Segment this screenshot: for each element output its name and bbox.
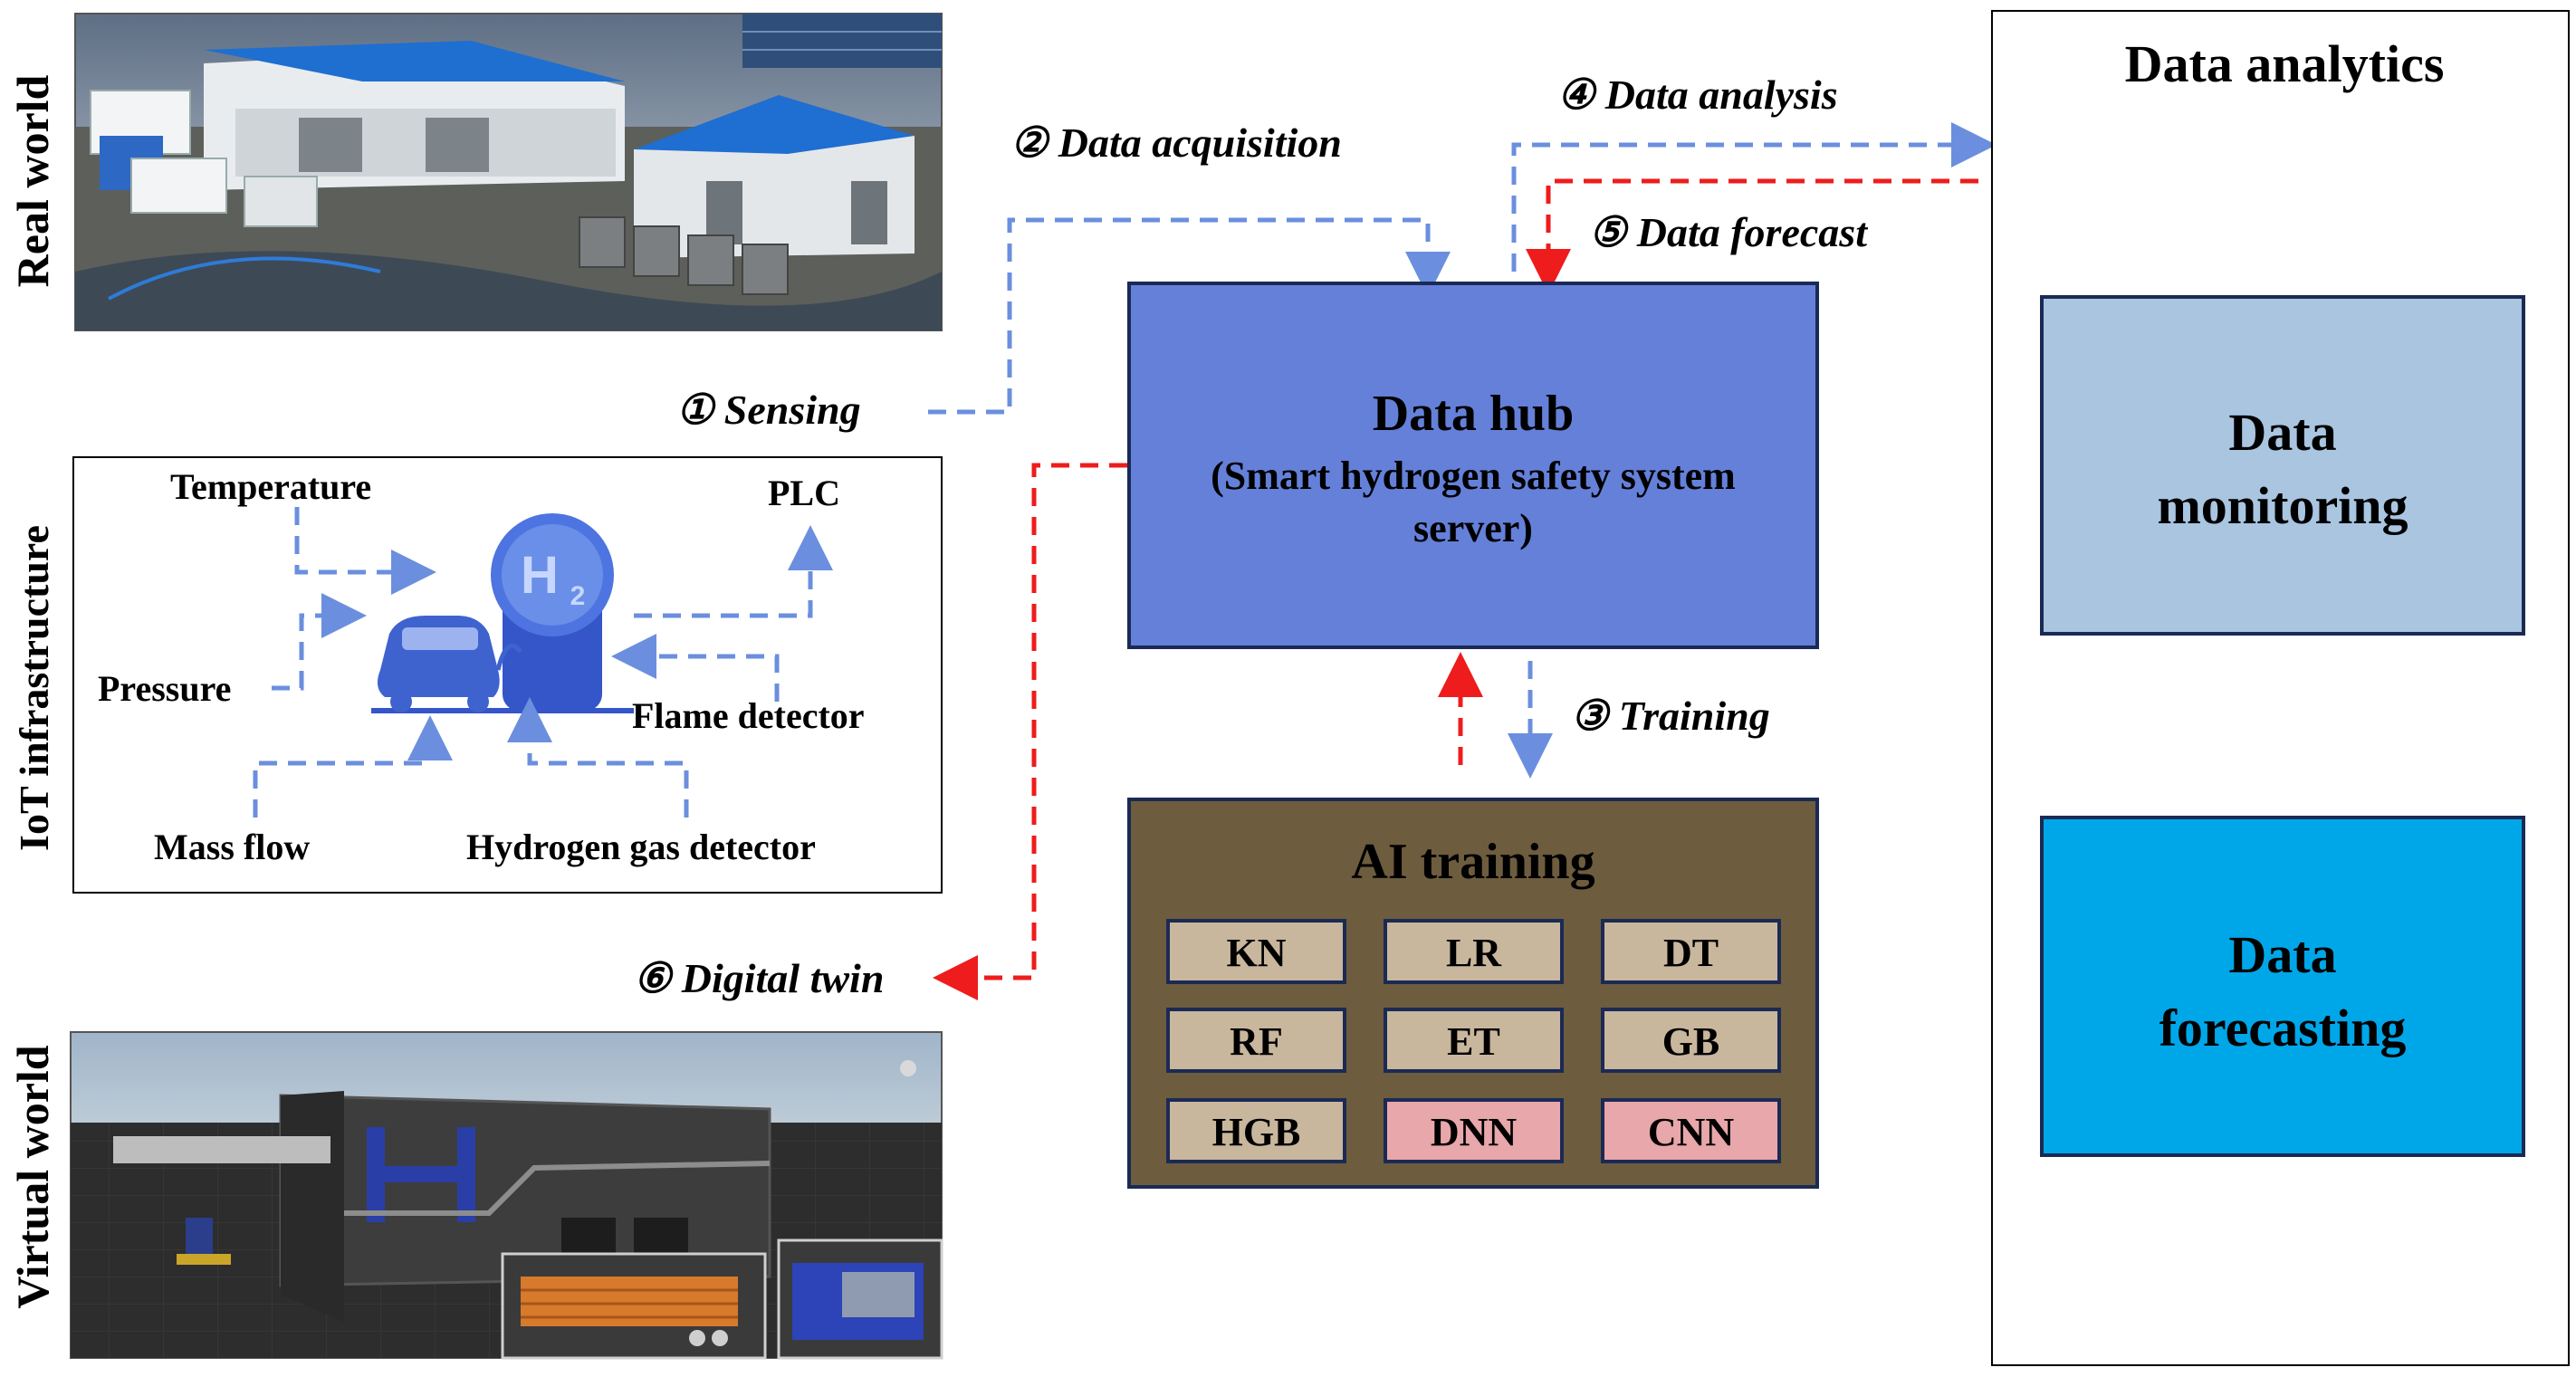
model-label-hgb: HGB [1212, 1110, 1301, 1154]
mass-flow-arrow [253, 715, 453, 818]
virtual-world-render [70, 1031, 943, 1360]
model-label-et: ET [1447, 1019, 1500, 1064]
data-analytics-panel [1991, 10, 2570, 1366]
pressure-label: Pressure [98, 668, 231, 709]
car-icon [377, 616, 522, 712]
plc-arrow [634, 525, 833, 618]
data-forecasting-line2: forecasting [2159, 999, 2407, 1057]
model-label-kn: KN [1227, 931, 1287, 975]
flame-detector-arrow [611, 634, 780, 702]
virtual-world-label: Virtual world [7, 1045, 58, 1308]
model-box-et [1384, 1008, 1564, 1073]
data-analytics-title: Data analytics [2125, 34, 2445, 93]
hydrogen-station-icon: H 2 [371, 513, 634, 713]
model-box-kn [1166, 919, 1346, 984]
real-world-photo [74, 13, 943, 331]
plc-label: PLC [768, 473, 840, 513]
data-forecasting-box: Data forecasting [2040, 816, 2525, 1157]
temperature-label: Temperature [170, 466, 371, 507]
pressure-arrow [272, 593, 367, 691]
model-grid: KN LR DT RF ET GB HGB DNN CNN [1166, 919, 1781, 1163]
model-box-lr [1384, 919, 1564, 984]
model-label-dnn: DNN [1431, 1110, 1518, 1154]
data-forecast-arrow [1526, 178, 1978, 294]
model-box-gb [1601, 1008, 1781, 1073]
temperature-arrow [294, 507, 436, 595]
data-analysis-label: ④ Data analysis [1557, 72, 1838, 118]
model-box-dnn [1384, 1098, 1564, 1163]
data-acquisition-label: ② Data acquisition [1010, 120, 1342, 166]
hydrogen-gas-detector-arrow [507, 697, 689, 818]
ai-training-box: AI training KN LR DT RF ET GB HGB DNN CNN [1127, 798, 1819, 1189]
flame-detector-label: Flame detector [632, 695, 865, 736]
training-label: ③ Training [1571, 693, 1770, 739]
mass-flow-label: Mass flow [154, 827, 310, 867]
model-box-rf [1166, 1008, 1346, 1073]
ai-training-title: AI training [1351, 834, 1594, 890]
data-acquisition-arrow [928, 217, 1451, 415]
data-monitoring-line2: monitoring [2157, 476, 2408, 535]
data-analysis-arrow [1511, 122, 1997, 272]
hydrogen-gas-detector-label: Hydrogen gas detector [466, 827, 816, 867]
model-label-cnn: CNN [1648, 1110, 1735, 1154]
data-monitoring-box: Data monitoring [2040, 295, 2525, 636]
digital-twin-arrow [933, 463, 1127, 1000]
real-world-label: Real world [7, 74, 58, 287]
sensing-label: ① Sensing [676, 387, 861, 433]
svg-text:2: 2 [570, 581, 586, 611]
data-hub-subtitle-line2: server) [1413, 506, 1533, 550]
data-hub-subtitle-line1: (Smart hydrogen safety system [1211, 454, 1736, 498]
model-box-hgb [1166, 1098, 1346, 1163]
model-label-rf: RF [1230, 1019, 1283, 1064]
iot-infrastructure-label: IoT infrastructure [11, 525, 57, 851]
data-forecast-label: ⑤ Data forecast [1589, 209, 1868, 255]
model-label-gb: GB [1662, 1019, 1720, 1064]
digital-twin-label: ⑥ Digital twin [634, 955, 884, 1001]
svg-text:H: H [521, 546, 559, 605]
model-box-cnn [1601, 1098, 1781, 1163]
data-monitoring-line1: Data [2228, 403, 2336, 462]
data-hub-box: Data hub (Smart hydrogen safety system s… [1127, 282, 1819, 649]
data-hub-title: Data hub [1373, 386, 1575, 442]
model-label-dt: DT [1663, 931, 1719, 975]
model-box-dt [1601, 919, 1781, 984]
model-label-lr: LR [1446, 931, 1502, 975]
data-forecasting-line1: Data [2228, 925, 2336, 984]
